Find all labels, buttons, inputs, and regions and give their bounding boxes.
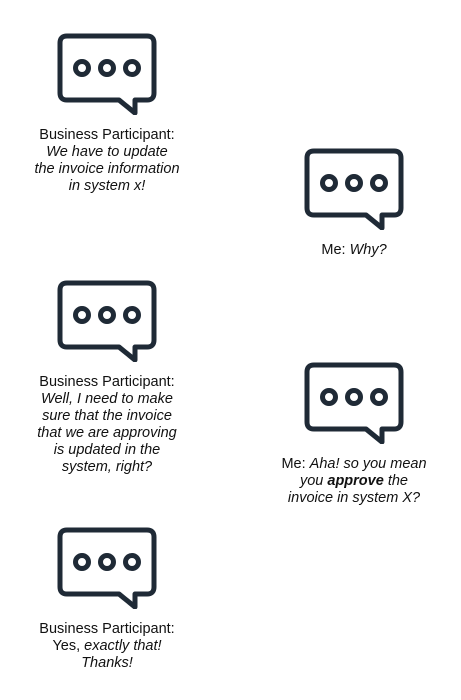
quote-line: is updated in the bbox=[53, 442, 161, 458]
quote-text: Why? bbox=[349, 242, 387, 258]
quote-line: system, right? bbox=[61, 459, 153, 475]
speaker-label: Business Participant: bbox=[39, 127, 175, 143]
speaker-label: Business Participant: bbox=[39, 374, 175, 390]
dialogue-caption-3: Business Participant: Well, I need to ma… bbox=[27, 374, 187, 476]
quote-line: the bbox=[387, 473, 409, 489]
quote-line: the invoice information bbox=[34, 161, 180, 177]
quote-line: you bbox=[299, 473, 324, 489]
quote-line: exactly that! bbox=[84, 638, 162, 654]
quote-line: Well, I need to make bbox=[41, 391, 173, 407]
quote-line: invoice in system X? bbox=[287, 490, 421, 506]
speech-bubble-icon bbox=[304, 148, 404, 230]
speaker-label: Me: bbox=[281, 456, 306, 472]
speech-bubble-icon bbox=[57, 33, 157, 115]
speaker-label: Business Participant: bbox=[39, 621, 175, 637]
speech-bubble-icon bbox=[57, 527, 157, 609]
dialogue-caption-5: Business Participant: Yes, exactly that!… bbox=[27, 621, 187, 672]
quote-emphasis: approve bbox=[327, 473, 384, 489]
quote-line: in system x! bbox=[68, 178, 146, 194]
quote-line: that we are approving bbox=[37, 425, 177, 441]
quote-line: Aha! so you mean bbox=[309, 456, 427, 472]
quote-line: sure that the invoice bbox=[42, 408, 172, 424]
quote-line: We have to update bbox=[46, 144, 168, 160]
speech-bubble-icon bbox=[57, 280, 157, 362]
speaker-label: Me: bbox=[321, 242, 346, 258]
quote-prefix: Yes, bbox=[52, 638, 81, 654]
dialogue-caption-1: Business Participant: We have to update … bbox=[27, 127, 187, 195]
dialogue-caption-2: Me: Why? bbox=[290, 242, 418, 259]
speech-bubble-icon bbox=[304, 362, 404, 444]
quote-line: Thanks! bbox=[81, 655, 133, 671]
dialogue-caption-4: Me: Aha! so you mean you approve the inv… bbox=[264, 456, 444, 507]
